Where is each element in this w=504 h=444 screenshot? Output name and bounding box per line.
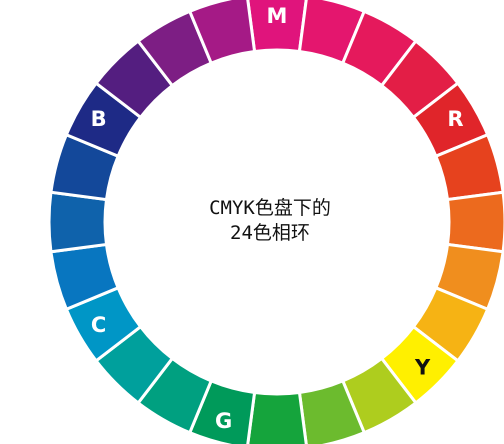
wheel-title-line-1: CMYK色盘下的	[209, 197, 331, 219]
color-wheel-segments	[47, 0, 504, 444]
hue-label-b: B	[91, 107, 107, 131]
hue-label-g: G	[215, 409, 232, 433]
hue-segment-19	[47, 190, 109, 254]
color-wheel-labels: M R Y G C B	[91, 4, 464, 433]
hue-label-y: Y	[414, 356, 431, 380]
hue-segment-24	[187, 0, 257, 66]
hue-segment-13	[246, 390, 308, 444]
hue-label-r: R	[447, 107, 463, 131]
hue-label-m: M	[267, 4, 288, 28]
wheel-title-line-2: 24色相环	[230, 222, 310, 244]
hue-segment-7	[445, 190, 504, 254]
hue-label-c: C	[91, 313, 106, 337]
